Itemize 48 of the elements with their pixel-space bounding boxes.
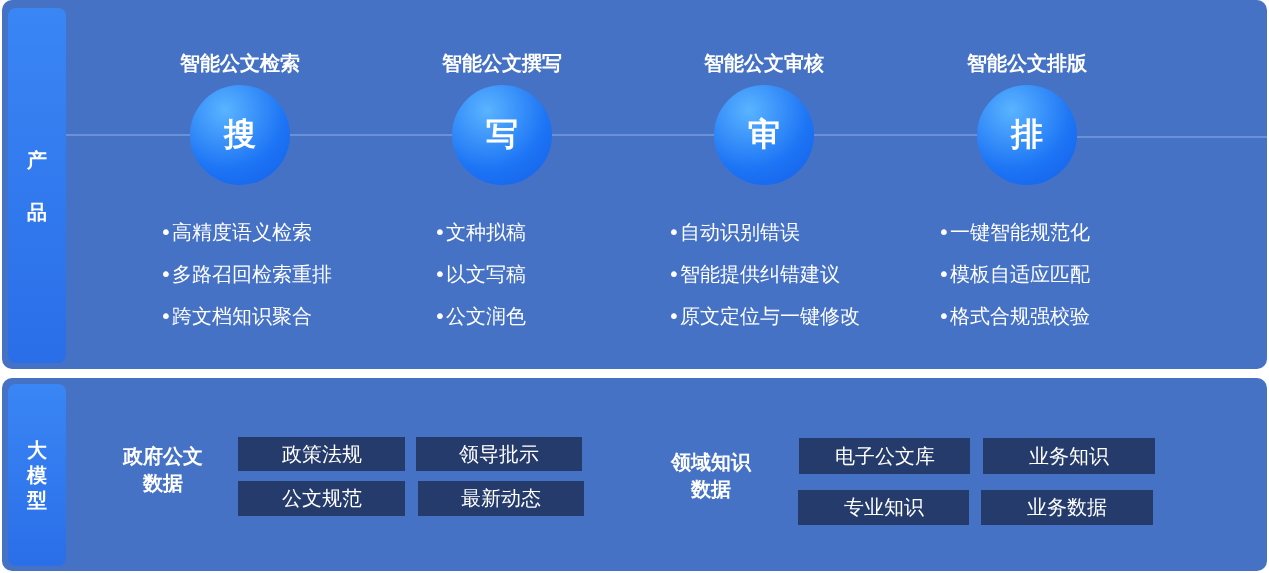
box-label: 政策法规 <box>281 440 362 468</box>
bullet-item: •多路召回检索重排 <box>160 261 332 288</box>
bullet-item: •公文润色 <box>434 303 526 330</box>
box-label: 公文规范 <box>281 485 362 512</box>
column-heading: 智能公文检索 <box>180 50 300 77</box>
bullet-item: •自动识别错误 <box>668 219 800 246</box>
circle-label: 搜 <box>224 114 256 155</box>
panel-background <box>2 378 1267 571</box>
bullet-item: •原文定位与一键修改 <box>668 303 860 330</box>
bullet-item: •一键智能规范化 <box>938 219 1090 246</box>
connector-line <box>813 134 978 136</box>
data-box <box>416 437 582 471</box>
circle-label: 审 <box>748 114 780 155</box>
data-box <box>238 481 405 516</box>
bullet-item: •跨文档知识聚合 <box>160 303 312 330</box>
side-tab <box>8 8 66 363</box>
bullet-item: •智能提供纠错建议 <box>668 261 840 288</box>
bullet-item: •文种拟稿 <box>434 219 526 246</box>
column-heading: 智能公文撰写 <box>442 50 562 77</box>
circle-label: 排 <box>1011 114 1043 155</box>
box-label: 业务数据 <box>1027 494 1107 521</box>
data-box <box>238 437 405 471</box>
box-label: 领导批示 <box>459 440 539 468</box>
bullet-item: •以文写稿 <box>434 261 526 288</box>
data-box <box>981 490 1153 525</box>
box-label: 电子公文库 <box>834 442 935 470</box>
data-box <box>798 490 969 525</box>
box-label: 专业知识 <box>843 494 924 521</box>
connector-line <box>65 134 191 136</box>
bullet-item: •高精度语义检索 <box>160 219 312 246</box>
bullet-item: •格式合规强校验 <box>938 303 1090 330</box>
circle-label: 写 <box>486 114 518 155</box>
group-label: 政府公文数据 <box>123 443 203 497</box>
connector-line <box>289 134 453 136</box>
data-box <box>983 438 1155 474</box>
column-heading: 智能公文排版 <box>967 50 1087 77</box>
data-box <box>418 481 584 516</box>
box-label: 最新动态 <box>461 485 541 512</box>
data-box <box>799 438 970 474</box>
box-label: 业务知识 <box>1029 442 1109 470</box>
column-heading: 智能公文审核 <box>704 50 824 77</box>
tab-label: 大模型 <box>27 437 47 513</box>
bullet-item: •模板自适应匹配 <box>938 261 1090 288</box>
connector-line <box>551 134 715 136</box>
panel-background <box>2 0 1267 369</box>
tab-label: 产品 <box>27 146 47 226</box>
side-tab <box>8 384 66 566</box>
group-label: 领域知识数据 <box>671 449 751 503</box>
